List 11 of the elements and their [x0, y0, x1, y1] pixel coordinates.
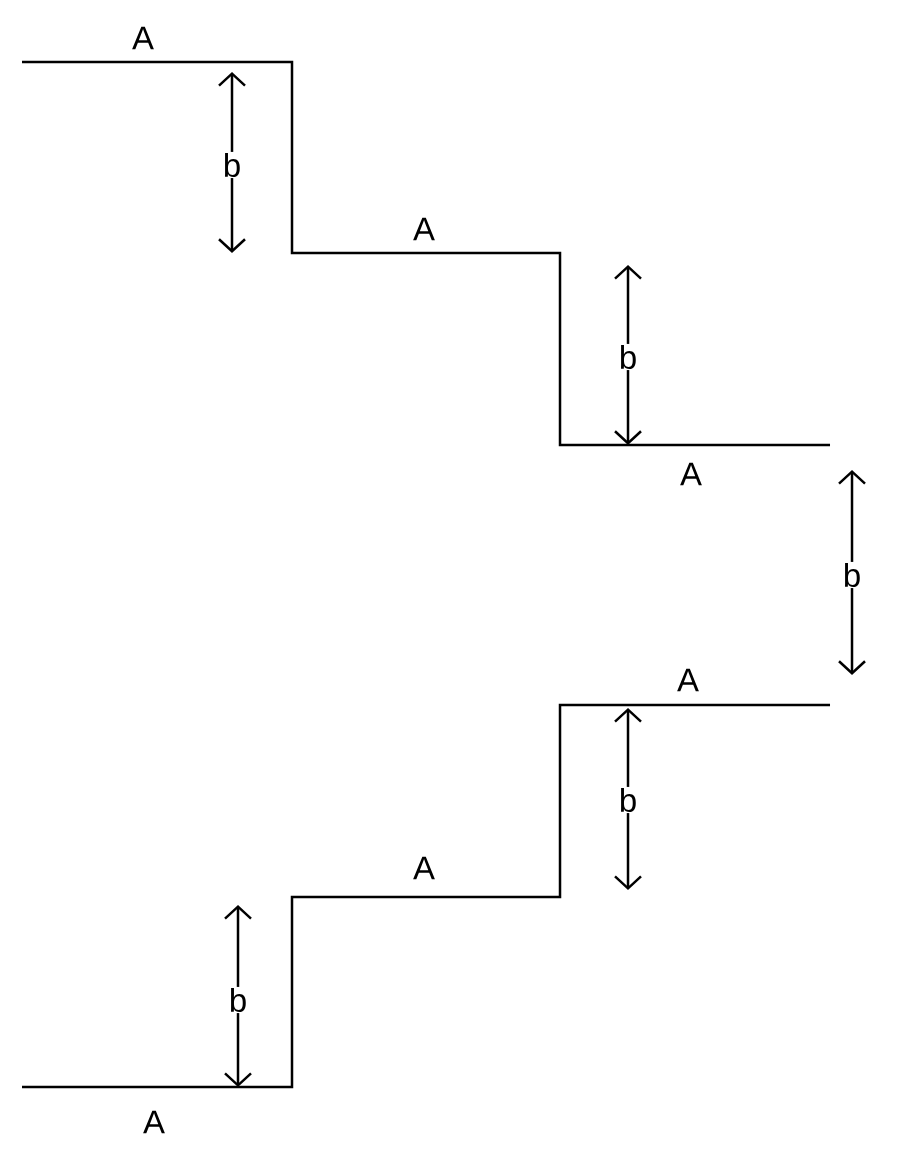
dimension-label: A: [142, 1109, 166, 1135]
dimension-label: b: [227, 986, 249, 1014]
dimension-label: b: [617, 786, 639, 814]
dimension-label: A: [676, 667, 700, 693]
dimension-label: A: [412, 216, 436, 242]
dimension-label: A: [679, 461, 703, 487]
dimension-label: b: [841, 561, 863, 589]
dimension-label: b: [617, 343, 639, 371]
dimension-label: A: [412, 855, 436, 881]
dimension-label: b: [221, 151, 243, 179]
dimension-label: A: [131, 25, 155, 51]
